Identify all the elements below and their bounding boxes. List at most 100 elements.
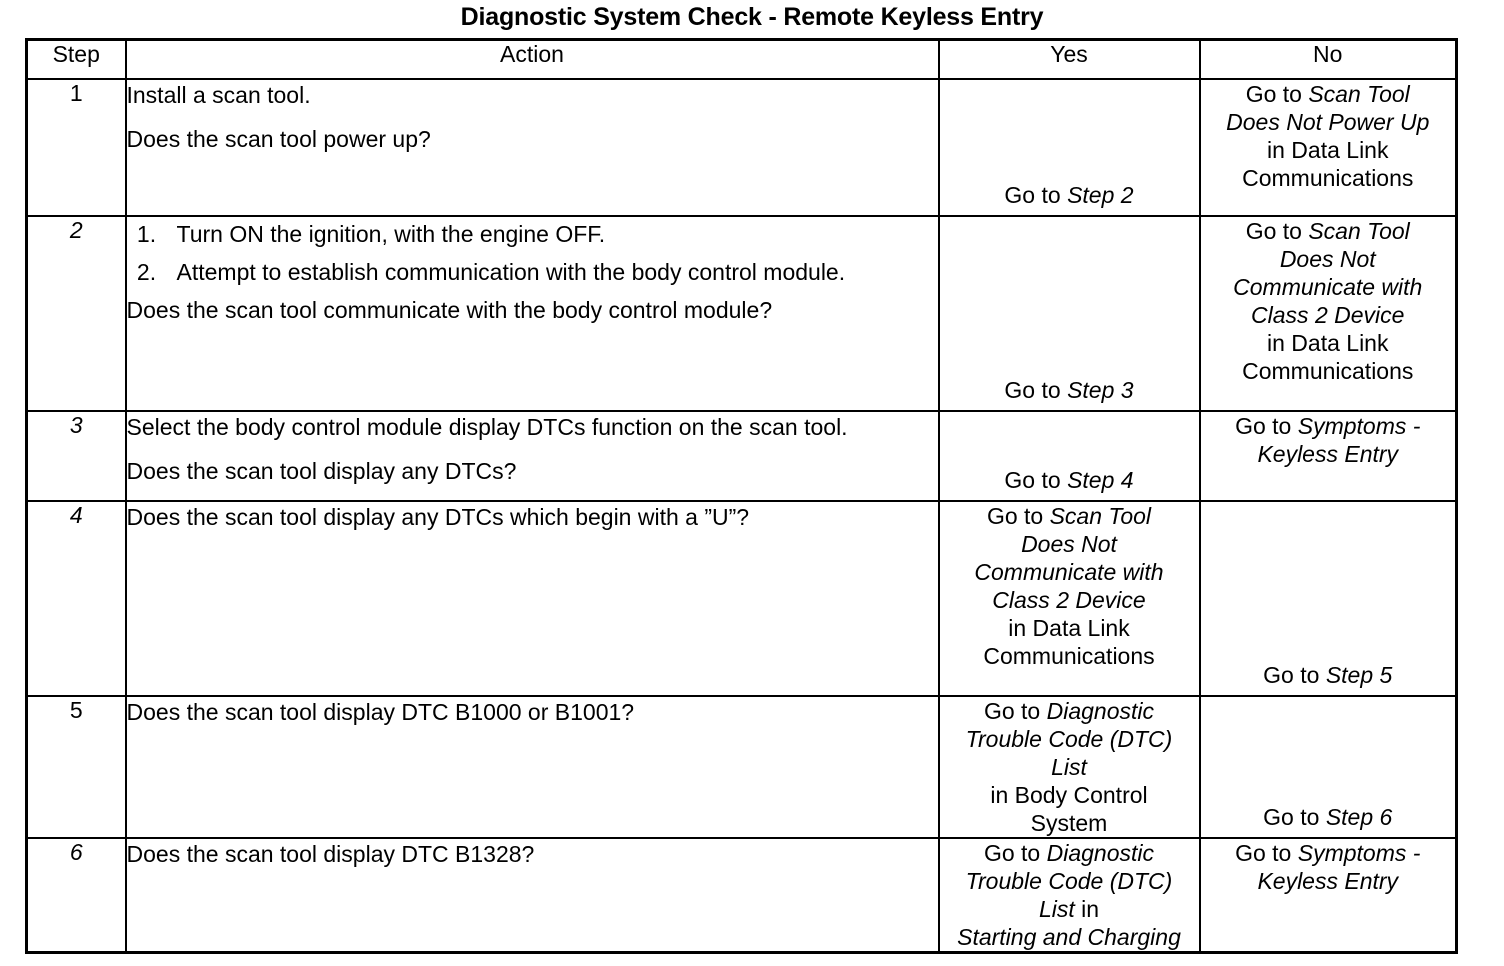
action-cell: Select the body control module display D… (124, 410, 940, 502)
result-text-reference: Step 4 (1067, 467, 1134, 493)
result-text-reference: Does Not (1279, 246, 1376, 272)
result-line: List (940, 753, 1199, 781)
result-text-reference: List (1038, 896, 1082, 922)
result-line: Go to Diagnostic (940, 839, 1199, 867)
line-spacer (127, 110, 938, 124)
result-line: Go to Step 3 (945, 376, 1194, 404)
result-line: Go to Step 6 (1206, 803, 1451, 831)
result-text-plain: in Data Link (1008, 615, 1130, 641)
result-text-reference: Class 2 Device (1251, 302, 1405, 328)
result-text-reference: Scan Tool (1308, 81, 1410, 107)
result-text-plain: in Body Control (990, 782, 1148, 808)
action-question: Does the scan tool power up? (126, 126, 431, 152)
result-text-reference: Step 5 (1325, 662, 1393, 688)
result-block-bottom: Go to Step 2 (945, 181, 1194, 209)
result-text-reference: Keyless Entry (1257, 868, 1399, 894)
action-cell: Does the scan tool display any DTCs whic… (124, 500, 940, 697)
action-step-item: Attempt to establish communication with … (163, 257, 938, 287)
table-row: 2Turn ON the ignition, with the engine O… (25, 215, 1458, 412)
result-text-reference: Symptoms - (1297, 413, 1421, 439)
no-result-cell: Go to Step 6 (1198, 695, 1458, 839)
result-line: Go to Symptoms - (1201, 412, 1456, 440)
result-line: Go to Step 4 (945, 466, 1194, 494)
yes-result-cell: Go to Step 3 (937, 215, 1201, 412)
result-line: Does Not Power Up (1201, 108, 1456, 136)
result-block: Go to Symptoms -Keyless Entry (1201, 839, 1456, 895)
result-text-plain: System (1030, 810, 1108, 836)
result-text-reference: Symptoms - (1297, 840, 1421, 866)
result-text-reference: Step 2 (1067, 182, 1134, 208)
step-number: 1 (25, 78, 127, 217)
result-text-reference: Step 6 (1325, 804, 1393, 830)
action-question: Does the scan tool display DTC B1000 or … (126, 699, 635, 725)
result-block-bottom: Go to Step 6 (1206, 803, 1451, 831)
result-block-bottom: Go to Step 3 (945, 376, 1194, 404)
action-cell: Install a scan tool. Does the scan tool p… (124, 78, 940, 217)
result-line: Go to Scan Tool (1201, 217, 1456, 245)
result-text-reference: Keyless Entry (1257, 441, 1399, 467)
yes-result-cell: Go to Step 2 (937, 78, 1201, 217)
result-line: System (940, 809, 1199, 837)
result-text-plain: in Data Link (1267, 137, 1389, 163)
result-text-reference: Scan Tool (1308, 218, 1410, 244)
result-line: Go to Step 2 (945, 181, 1194, 209)
result-text-plain: Communications (1242, 358, 1414, 384)
column-header-no: No (1198, 38, 1458, 80)
result-line: Trouble Code (DTC) (940, 867, 1199, 895)
step-number: 6 (25, 837, 127, 954)
result-line: List in (940, 895, 1199, 923)
result-text-reference: Trouble Code (DTC) (965, 868, 1173, 894)
action-cell: Turn ON the ignition, with the engine OF… (124, 215, 940, 412)
action-question: Does the scan tool display DTC B1328? (126, 841, 535, 867)
result-text-reference: Communicate with (1233, 274, 1423, 300)
column-header-yes: Yes (937, 38, 1201, 80)
no-result-cell: Go to Symptoms -Keyless Entry (1198, 837, 1458, 954)
result-line: Go to Scan Tool (940, 502, 1199, 530)
result-text-reference: List (1051, 754, 1087, 780)
result-text-reference: Does Not (1021, 531, 1117, 557)
step-number: 3 (25, 410, 127, 502)
action-question: Does the scan tool display any DTCs whic… (126, 504, 750, 530)
result-text-plain: Go to (1245, 218, 1309, 244)
result-line: Does Not (1201, 245, 1456, 273)
result-text-reference: Diagnostic (1046, 698, 1155, 724)
step-number: 5 (25, 695, 127, 839)
action-question: Does the scan tool communicate with the … (126, 297, 773, 323)
result-text-plain: Go to (983, 698, 1047, 724)
result-line: in Data Link (1201, 136, 1456, 164)
result-line: Keyless Entry (1201, 440, 1456, 468)
result-text-reference: Starting and Charging (957, 924, 1181, 950)
result-line: Communications (940, 642, 1199, 670)
result-text-plain: Go to (1004, 377, 1068, 403)
result-line: in Data Link (1201, 329, 1456, 357)
table-header: Step Action Yes No (25, 38, 1458, 80)
result-text-plain: Go to (1263, 804, 1326, 830)
page-title: Diagnostic System Check - Remote Keyless… (460, 3, 1044, 31)
result-line: Does Not (940, 530, 1199, 558)
result-text-plain: Go to (983, 840, 1047, 866)
no-result-cell: Go to Step 5 (1198, 500, 1458, 697)
result-text-plain: in (1081, 896, 1100, 922)
result-line: Trouble Code (DTC) (940, 725, 1199, 753)
result-line: Class 2 Device (1201, 301, 1456, 329)
result-line: Go to Step 5 (1206, 661, 1451, 689)
result-text-reference: Trouble Code (DTC) (965, 726, 1173, 752)
result-text-plain: Go to (1235, 840, 1298, 866)
action-instruction: Install a scan tool. (126, 82, 311, 108)
result-text-plain: Communications (983, 643, 1155, 669)
action-instruction: Select the body control module display D… (126, 414, 848, 440)
